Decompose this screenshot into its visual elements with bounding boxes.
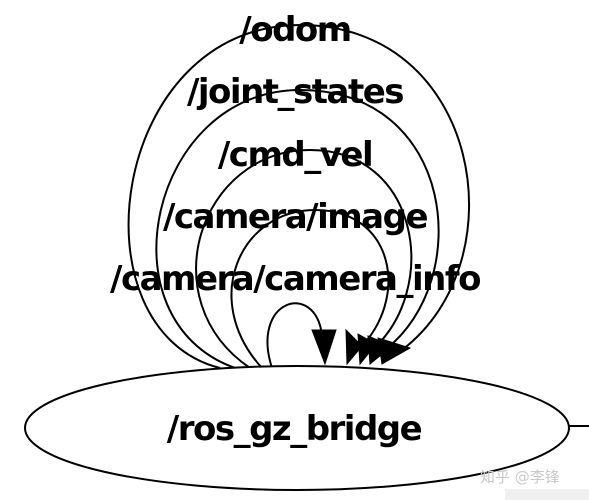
- edge-loop-odom[interactable]: [127, 23, 471, 369]
- node-ellipse[interactable]: [24, 365, 570, 491]
- edge-label-joint-states[interactable]: /joint_states: [187, 72, 405, 112]
- edge-label-camera-info[interactable]: /camera/camera_info: [110, 259, 482, 299]
- arrowhead-camera-image: [345, 328, 363, 366]
- edge-labels: /odom /joint_states /cmd_vel /camera/ima…: [110, 10, 482, 299]
- node-ros-gz-bridge[interactable]: /ros_gz_bridge: [24, 365, 570, 491]
- arrowhead-odom: [377, 337, 412, 365]
- watermark-text: 知乎 @李锋: [480, 468, 560, 486]
- edge-loop-camera-info[interactable]: [266, 302, 323, 369]
- edge-label-cmd-vel[interactable]: /cmd_vel: [218, 135, 374, 175]
- watermark: 知乎 @李锋: [480, 468, 589, 500]
- arrowhead-camera-info: [311, 329, 337, 366]
- node-label: /ros_gz_bridge: [167, 409, 422, 449]
- edge-loops: [127, 23, 471, 369]
- watermark-bar: [505, 489, 589, 500]
- edge-label-odom[interactable]: /odom: [239, 10, 352, 50]
- edge-label-camera-image[interactable]: /camera/image: [163, 197, 429, 237]
- edge-loop-cmd-vel[interactable]: [195, 148, 413, 369]
- edge-arrowheads: [311, 328, 412, 366]
- edge-loop-joint-states[interactable]: [155, 88, 440, 369]
- edge-loop-camera-image[interactable]: [230, 208, 390, 369]
